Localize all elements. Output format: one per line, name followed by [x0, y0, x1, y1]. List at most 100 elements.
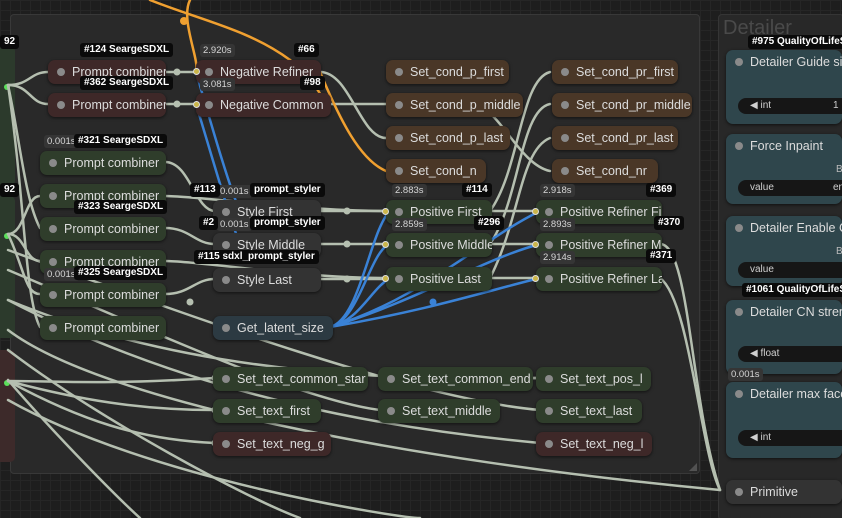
node-prompt-combiner[interactable]: Prompt combiner	[40, 217, 166, 241]
collapse-toggle[interactable]	[545, 208, 553, 216]
node-primitive[interactable]: Primitive	[726, 480, 842, 504]
collapse-toggle[interactable]	[561, 101, 569, 109]
output-port[interactable]	[4, 84, 10, 90]
node-positive-refiner-first[interactable]: Positive Refiner Fir	[536, 200, 662, 224]
node-prompt-combiner[interactable]: Prompt combiner	[40, 316, 166, 340]
collapse-toggle[interactable]	[222, 440, 230, 448]
input-port[interactable]	[532, 241, 539, 248]
node-positive-middle[interactable]: Positive Middle	[386, 233, 492, 257]
collapse-toggle[interactable]	[222, 241, 230, 249]
node-style-last[interactable]: Style Last	[213, 268, 321, 292]
node-set-cond-p-first[interactable]: Set_cond_p_first	[386, 60, 509, 84]
input-port[interactable]	[193, 68, 200, 75]
node-set-cond-pr-last[interactable]: Set_cond_pr_last	[552, 126, 678, 150]
collapse-toggle[interactable]	[395, 275, 403, 283]
collapse-toggle[interactable]	[561, 167, 569, 175]
input-port[interactable]	[382, 208, 389, 215]
node-set-text-neg-l[interactable]: Set_text_neg_l	[536, 432, 652, 456]
toggle-widget[interactable]: value	[738, 262, 842, 278]
collapse-toggle[interactable]	[735, 224, 743, 232]
node-set-cond-n[interactable]: Set_cond_n	[386, 159, 486, 183]
collapse-toggle[interactable]	[49, 192, 57, 200]
node-title: Set_text_middle	[402, 404, 492, 418]
left-node-partial[interactable]	[0, 196, 15, 338]
node-set-text-last[interactable]: Set_text_last	[536, 399, 642, 423]
node-prompt-combiner[interactable]: Prompt combiner	[48, 93, 166, 117]
collapse-toggle[interactable]	[735, 58, 743, 66]
input-port[interactable]	[532, 275, 539, 282]
collapse-toggle[interactable]	[205, 68, 213, 76]
collapse-toggle[interactable]	[222, 375, 230, 383]
collapse-toggle[interactable]	[395, 68, 403, 76]
collapse-toggle[interactable]	[387, 375, 395, 383]
output-port[interactable]	[4, 380, 10, 386]
collapse-toggle[interactable]	[57, 68, 65, 76]
left-node-partial[interactable]	[0, 46, 15, 186]
input-port[interactable]	[193, 101, 200, 108]
collapse-toggle[interactable]	[222, 276, 230, 284]
collapse-toggle[interactable]	[395, 208, 403, 216]
input-port[interactable]	[532, 208, 539, 215]
node-set-cond-nr[interactable]: Set_cond_nr	[552, 159, 658, 183]
panel-detailer-cn-strength[interactable]: Detailer CN streng ◀ float	[726, 300, 842, 374]
int-widget[interactable]: ◀ int	[738, 430, 842, 446]
group-resize-handle[interactable]	[689, 463, 697, 471]
panel-detailer-enable-cn[interactable]: Detailer Enable C B value	[726, 216, 842, 286]
node-get-latent-size[interactable]: Get_latent_size	[213, 316, 333, 340]
node-set-text-common-star[interactable]: Set_text_common_star	[213, 367, 368, 391]
collapse-toggle[interactable]	[222, 208, 230, 216]
node-set-text-neg-g[interactable]: Set_text_neg_g	[213, 432, 331, 456]
collapse-toggle[interactable]	[545, 275, 553, 283]
node-negative-common[interactable]: Negative Common	[196, 93, 331, 117]
collapse-toggle[interactable]	[222, 324, 230, 332]
collapse-toggle[interactable]	[735, 488, 743, 496]
collapse-toggle[interactable]	[49, 258, 57, 266]
node-prompt-combiner[interactable]: Prompt combiner	[40, 151, 166, 175]
collapse-toggle[interactable]	[545, 241, 553, 249]
node-set-cond-pr-first[interactable]: Set_cond_pr_first	[552, 60, 678, 84]
collapse-toggle[interactable]	[395, 167, 403, 175]
node-set-text-common-end[interactable]: Set_text_common_end	[378, 367, 533, 391]
collapse-toggle[interactable]	[561, 134, 569, 142]
node-set-text-middle[interactable]: Set_text_middle	[378, 399, 500, 423]
left-node-partial[interactable]	[0, 350, 15, 462]
collapse-toggle[interactable]	[545, 407, 553, 415]
panel-detailer-max-faces[interactable]: Detailer max faces ◀ int	[726, 382, 842, 458]
exec-time: 2.883s	[392, 184, 427, 197]
node-set-cond-p-last[interactable]: Set_cond_p_last	[386, 126, 510, 150]
node-positive-last[interactable]: Positive Last	[386, 267, 492, 291]
node-prompt-combiner[interactable]: Prompt combiner	[40, 283, 166, 307]
collapse-toggle[interactable]	[57, 101, 65, 109]
collapse-toggle[interactable]	[49, 291, 57, 299]
collapse-toggle[interactable]	[395, 241, 403, 249]
collapse-toggle[interactable]	[222, 407, 230, 415]
node-set-cond-pr-middle[interactable]: Set_cond_pr_middle	[552, 93, 692, 117]
collapse-toggle[interactable]	[735, 142, 743, 150]
collapse-toggle[interactable]	[49, 159, 57, 167]
collapse-toggle[interactable]	[49, 225, 57, 233]
input-port[interactable]	[382, 275, 389, 282]
collapse-toggle[interactable]	[205, 101, 213, 109]
node-prompt-combiner[interactable]: Prompt combiner	[40, 184, 166, 208]
collapse-toggle[interactable]	[545, 440, 553, 448]
node-set-text-first[interactable]: Set_text_first	[213, 399, 321, 423]
node-positive-refiner-last[interactable]: Positive Refiner Las	[536, 267, 662, 291]
collapse-toggle[interactable]	[395, 134, 403, 142]
collapse-toggle[interactable]	[545, 375, 553, 383]
node-set-cond-p-middle[interactable]: Set_cond_p_middle	[386, 93, 523, 117]
collapse-toggle[interactable]	[561, 68, 569, 76]
collapse-toggle[interactable]	[735, 390, 743, 398]
collapse-toggle[interactable]	[735, 308, 743, 316]
node-set-text-pos-l[interactable]: Set_text_pos_l	[536, 367, 651, 391]
collapse-toggle[interactable]	[395, 101, 403, 109]
float-widget[interactable]: ◀ float	[738, 346, 842, 362]
collapse-toggle[interactable]	[49, 324, 57, 332]
collapse-toggle[interactable]	[387, 407, 395, 415]
output-port[interactable]	[4, 233, 10, 239]
input-port[interactable]	[382, 241, 389, 248]
